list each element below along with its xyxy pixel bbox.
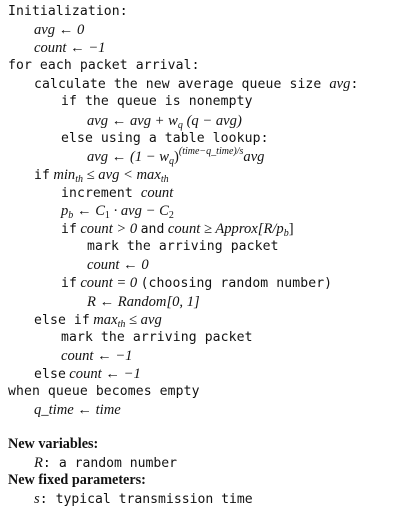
new-fixed-parameters-heading: New fixed parameters: xyxy=(8,472,146,488)
calc-avg-var: avg xyxy=(329,76,351,93)
new-parameter-colon: : xyxy=(39,492,48,507)
init-avg-text: avg ← 0 xyxy=(34,22,85,39)
cond-count2: count ≥ Approx[R/p xyxy=(167,221,284,238)
init-avg-line: avg ← 0 xyxy=(8,21,403,39)
pb-rhs: ← C xyxy=(73,203,105,220)
if-min-threshold-line: if minth ≤ avg < maxth xyxy=(8,166,403,185)
calc-avg-line: calculate the new average queue size avg… xyxy=(8,75,403,93)
increment-count-line: increment count xyxy=(8,184,403,202)
mark-arriving-line: mark the arriving packet xyxy=(8,238,403,256)
random-assign-line: R ← Random[0, 1] xyxy=(8,293,403,311)
else-if-max-line: else if maxth ≤ avg xyxy=(8,311,403,330)
else-lookup-text: else using a table lookup: xyxy=(61,130,269,146)
else-lookup-line: else using a table lookup: xyxy=(8,130,403,148)
pb-assign-line: pb ← C1 · avg − C2 xyxy=(8,202,403,222)
random-assign-text: R ← Random[0, 1] xyxy=(87,293,200,310)
for-each-text: for each packet arrival: xyxy=(8,58,200,74)
calc-avg-colon: : xyxy=(350,77,359,93)
pb-lhs: p xyxy=(61,203,69,220)
when-empty-text: when queue becomes empty xyxy=(8,383,200,399)
new-variables-heading: New variables: xyxy=(8,436,99,452)
avg-update-sub: q xyxy=(177,119,183,131)
new-parameter-s-row: s: typical transmission time xyxy=(34,490,253,508)
increment-var: count xyxy=(140,184,174,201)
when-empty-line: when queue becomes empty xyxy=(8,383,403,401)
cond-count-zero: count = 0 xyxy=(80,275,138,292)
mark-arriving-line-2: mark the arriving packet xyxy=(8,329,403,347)
if-count-approx-line: if count > 0 and count ≥ Approx[R/pb] xyxy=(8,220,403,240)
count-neg1-inner-line: count ← −1 xyxy=(8,347,403,365)
initialization-label: Initialization: xyxy=(8,3,403,21)
cond-max: max xyxy=(93,311,118,328)
avg-update-lhs: avg ← avg + w xyxy=(87,112,178,129)
init-count-text: count ← −1 xyxy=(34,40,106,57)
cond-mid: ≤ avg < max xyxy=(83,166,161,183)
count-reset-line: count ← 0 xyxy=(8,256,403,274)
cond-max-sub: th xyxy=(160,173,169,185)
avg-update-rest: (q − avg) xyxy=(182,112,242,129)
new-parameter-symbol: s xyxy=(34,491,40,507)
if-keyword-2: if xyxy=(61,222,77,238)
calc-avg-text: calculate the new average queue size xyxy=(34,77,330,93)
avg-decay-rparen: ) xyxy=(174,148,179,165)
avg-decay-lhs: avg ← (1 − w xyxy=(87,148,169,165)
new-variable-r-row: R: a random number xyxy=(34,454,177,472)
cond-count2-end: ] xyxy=(288,221,294,238)
avg-decay-line: avg ← (1 − wq)(time−q_time)/savg xyxy=(8,145,403,167)
if-keyword-3: if xyxy=(61,276,77,292)
pb-rhs2: · avg − C xyxy=(109,203,169,220)
avg-decay-sub: q xyxy=(169,155,174,167)
new-variable-colon: : xyxy=(42,456,51,471)
pb-lhs-sub: b xyxy=(68,210,74,222)
mark-arriving-text-2: mark the arriving packet xyxy=(61,329,253,345)
qtime-assign-text: q_time ← time xyxy=(34,402,121,419)
pb-c2-sub: 2 xyxy=(168,210,174,222)
if-keyword: if xyxy=(34,167,50,183)
avg-decay-rhs: avg xyxy=(243,148,265,165)
cond-count2-sub: b xyxy=(283,228,289,240)
pb-c1-sub: 1 xyxy=(104,210,110,222)
and-keyword: and xyxy=(140,222,165,238)
avg-decay-exponent: (time−q_time)/s xyxy=(178,145,244,157)
new-variable-description: a random number xyxy=(58,456,178,471)
increment-text: increment xyxy=(61,185,141,201)
init-label-text: Initialization: xyxy=(8,4,128,19)
else-count-line: else count ← −1 xyxy=(8,365,403,383)
else-keyword: else xyxy=(34,366,66,382)
cond-min-sub: th xyxy=(75,173,83,185)
choosing-random-text: (choosing random number) xyxy=(140,276,333,292)
if-count-zero-line: if count = 0 (choosing random number) xyxy=(8,274,403,292)
red-algorithm-pseudocode: Initialization: avg ← 0 count ← −1 for e… xyxy=(8,3,403,419)
cond-max2-sub: th xyxy=(117,318,126,330)
new-variable-symbol: R xyxy=(34,455,43,471)
mark-arriving-text: mark the arriving packet xyxy=(87,239,279,255)
cond-min: min xyxy=(53,166,76,183)
cond-max-end: ≤ avg xyxy=(125,311,162,328)
if-nonempty-text: if the queue is nonempty xyxy=(61,94,253,110)
new-parameter-description: typical transmission time xyxy=(55,492,253,507)
count-neg1-inner-text: count ← −1 xyxy=(61,347,133,364)
avg-update-line: avg ← avg + wq (q − avg) xyxy=(8,112,403,131)
else-if-keyword: else if xyxy=(34,312,90,328)
init-count-line: count ← −1 xyxy=(8,39,403,57)
qtime-assign-line: q_time ← time xyxy=(8,401,403,419)
count-neg1-outer-text: count ← −1 xyxy=(69,365,141,382)
if-nonempty-line: if the queue is nonempty xyxy=(8,93,403,111)
for-each-line: for each packet arrival: xyxy=(8,57,403,75)
cond-count: count > 0 xyxy=(80,221,138,238)
count-reset-text: count ← 0 xyxy=(87,257,149,274)
